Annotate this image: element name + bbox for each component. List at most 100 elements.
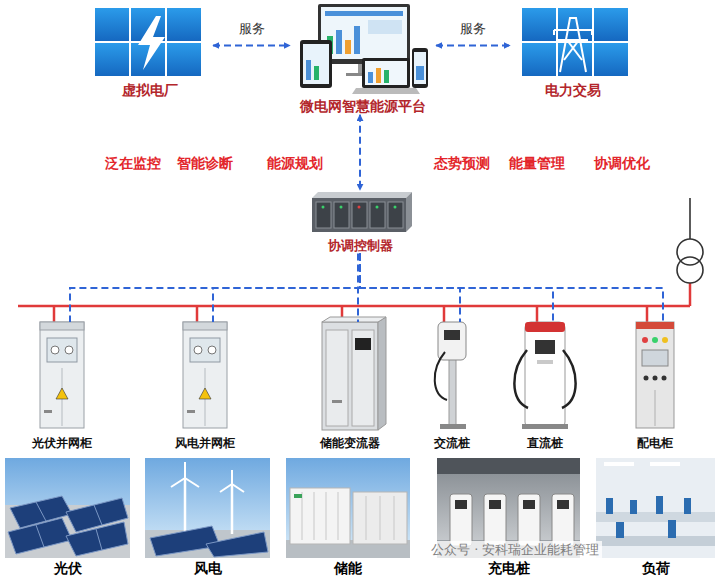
distribution-cabinet-icon [653,376,658,381]
controller-icon [312,192,412,232]
pcs-icon [355,338,371,350]
platform-devices-icon [314,66,319,80]
distribution-cabinet-icon [636,322,674,428]
wind-photo [220,484,232,492]
dc-charger-icon [514,322,575,429]
power-trading-icon [567,40,582,60]
distribution-cabinet-icon [636,322,674,329]
platform-devices-icon [414,52,426,84]
virtual-plant-icon [95,8,201,76]
load-photo [684,498,691,514]
charging-photo [518,494,540,546]
pcs-icon [332,400,342,403]
control-link [70,254,360,322]
platform-devices-icon [376,68,381,83]
load-photo [668,520,676,538]
wind-photo [232,484,244,492]
controller-icon [322,206,325,209]
function-label: 协调优化 [582,155,662,173]
node-label: 虚拟电厂 [87,80,213,99]
controller-icon [340,206,343,209]
watermark: 公众号 · 安科瑞企业能耗管理 [428,541,602,559]
charging-photo [437,458,580,474]
controller-icon [334,202,349,228]
pcs-icon [326,330,348,426]
storage-photo [290,488,350,544]
platform-devices-icon [352,88,420,94]
platform-devices-icon [384,70,389,83]
distribution-cabinet-icon [642,350,668,366]
storage-photo [366,496,367,540]
node-label: 负荷 [593,558,718,577]
charging-photo [484,494,506,546]
storage-photo [302,492,303,540]
distribution-cabinet-icon [644,376,649,381]
storage-photo [380,496,381,540]
platform-devices-icon [416,66,424,80]
wind-photo-box: 风电 [142,458,273,577]
power-trading-icon [560,18,586,72]
distribution-cabinet: 配电柜 [610,322,700,450]
node-label: 交流桩 [407,434,497,450]
power-trading-icon [522,43,556,76]
virtual-plant-icon [95,8,129,41]
function-label: 能量管理 [497,155,577,173]
service-arrow [359,115,361,190]
virtual-plant-icon [95,43,129,76]
control-link [213,254,360,322]
storage-photo [314,492,315,540]
controller-icon [316,202,331,228]
pv-photo [8,518,72,554]
distribution-cabinet-icon [662,376,667,381]
distribution-cabinet-icon [636,322,674,428]
function-label: 态势预测 [422,155,502,173]
power-trading-icon [553,30,555,35]
platform-devices-icon [336,30,342,54]
storage-photo [338,492,339,540]
storage-photo-box: 储能 [283,458,413,577]
function-label: 智能诊断 [165,155,245,173]
energy-platform: 微电网智慧能源平台 [290,2,436,115]
charging-photo [552,494,574,546]
platform-devices-icon [412,48,428,88]
controller-icon [358,206,361,209]
power-trading-icon [594,43,628,76]
distribution-cabinet-icon [652,337,658,343]
wind-photo [231,470,233,484]
pv-photo [36,525,44,547]
wind-photo [184,478,187,532]
storage-photo [394,496,395,540]
wind-photo [150,526,220,556]
wind-photo [206,532,268,557]
ac-bus [536,306,539,322]
wind-photo [171,478,185,487]
dc-charger-icon [537,360,553,364]
node-label: 电力交易 [510,80,636,99]
load-photo [606,498,613,514]
pv-photo [5,458,130,558]
wind-photo [231,484,234,534]
load-photo [596,512,715,522]
virtual-plant-icon [167,8,201,41]
ac-charger-icon [444,330,460,340]
wind-cabinet-icon [183,322,227,428]
storage-photo [286,458,410,558]
power-trading-icon [591,30,593,35]
controller-icon [312,198,406,232]
load-photo [604,462,634,466]
storage-photo [286,458,410,558]
dc-charger: 直流桩 [500,322,590,450]
wind-photo [185,478,199,487]
virtual-plant-icon [167,43,201,76]
power-trading-icon [522,8,628,76]
node-label: 风电并网柜 [160,434,250,450]
dc-charger-icon [522,424,568,429]
dc-charger-icon [562,350,576,408]
wind-photo [145,458,270,558]
pv-photo [5,458,130,558]
controller-icon [376,206,379,209]
charging-photo [455,500,467,509]
load-photo-box: 负荷 [593,458,718,577]
transformer-symbol [689,198,691,239]
platform-devices-icon [365,61,407,85]
